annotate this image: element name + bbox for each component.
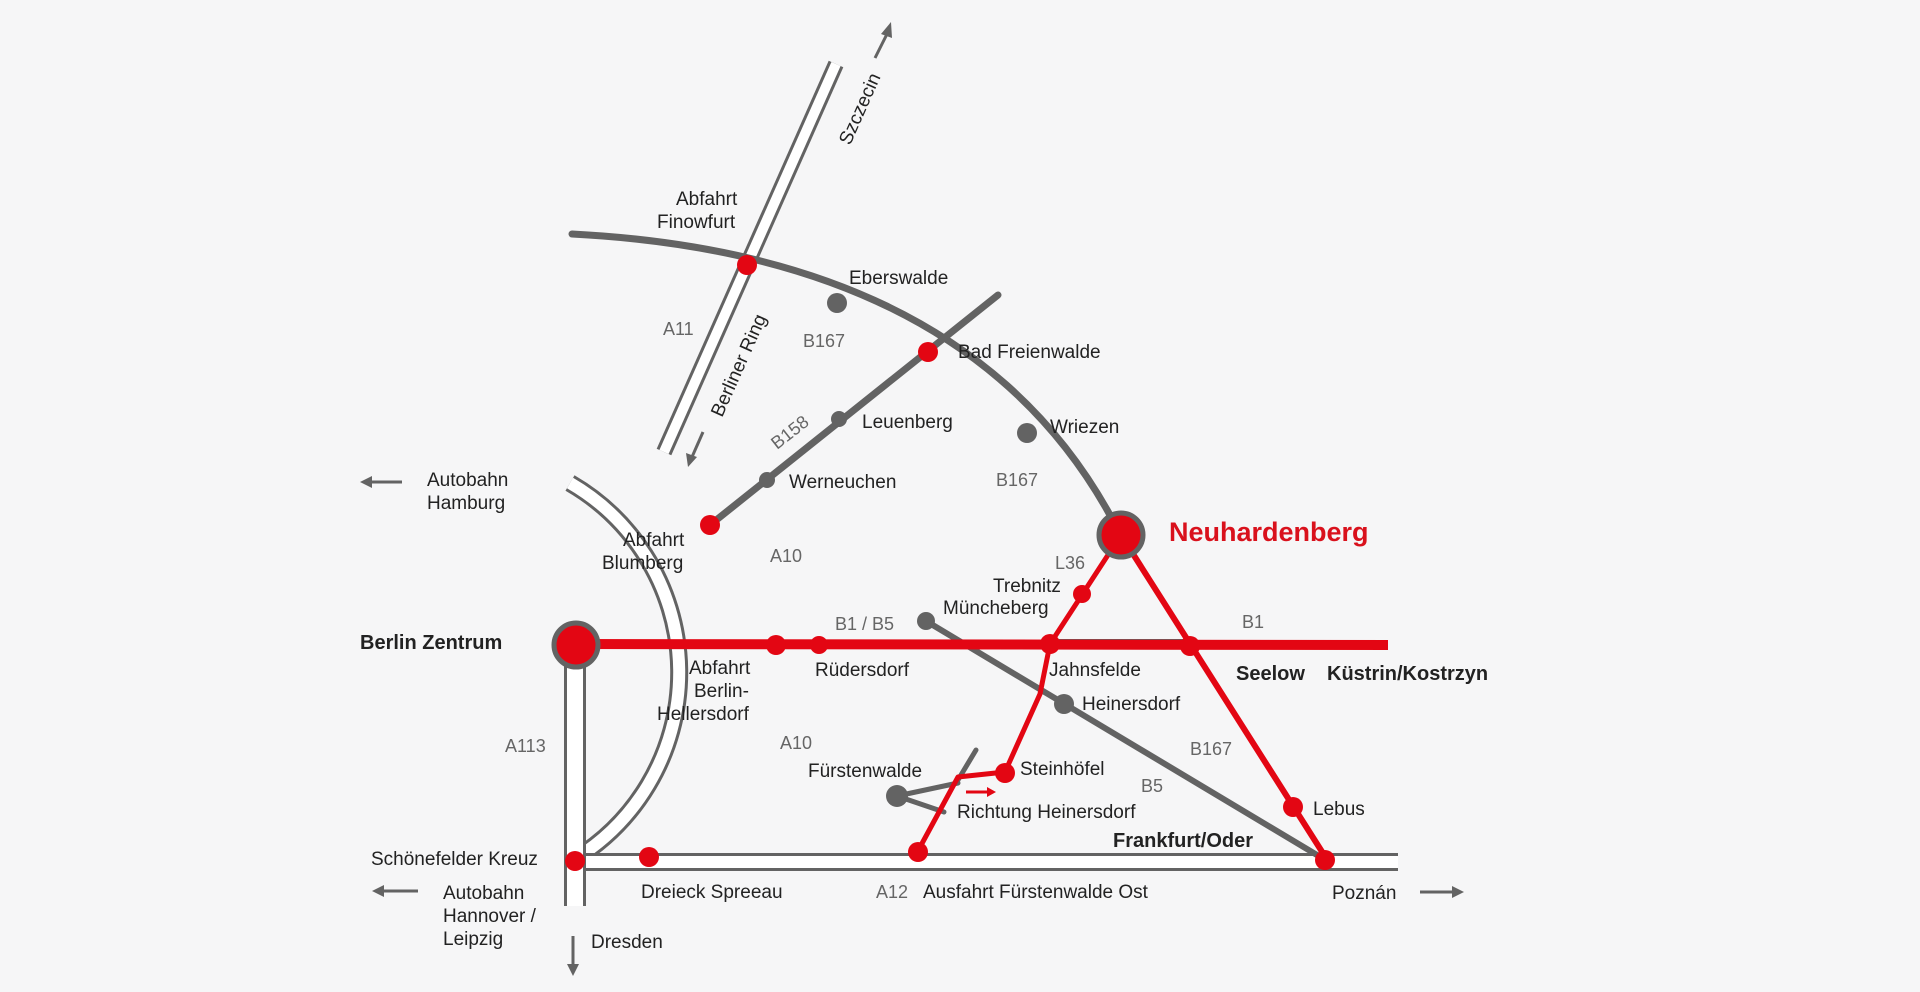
dot-ruedersdorf <box>810 636 828 654</box>
arrow-hannover-head <box>372 885 384 897</box>
label-a10-north: A10 <box>770 546 802 566</box>
dot-lebus <box>1283 797 1303 817</box>
motorway-a10-ring <box>565 475 689 867</box>
label-finowfurt-2: Finowfurt <box>657 212 736 233</box>
arrow-poznan-head <box>1452 886 1464 898</box>
label-hannover-2: Hannover / <box>443 906 537 927</box>
label-b167-south: B167 <box>1190 739 1232 759</box>
label-neuhardenberg: Neuhardenberg <box>1169 517 1369 547</box>
dot-seelow <box>1180 636 1200 656</box>
label-richtung-heinersdorf: Richtung Heinersdorf <box>957 802 1136 823</box>
arrow-berliner-ring <box>690 431 705 458</box>
dot-trebnitz <box>1073 585 1091 603</box>
dot-wriezen <box>1017 423 1037 443</box>
label-lebus: Lebus <box>1313 799 1365 820</box>
dot-heinersdorf <box>1054 694 1074 714</box>
label-dreieck-spreeau: Dreieck Spreeau <box>641 882 783 903</box>
dot-leuenberg <box>831 411 847 427</box>
dot-steinhoefel <box>995 763 1015 783</box>
label-hannover-1: Autobahn <box>443 883 524 904</box>
label-hannover-3: Leipzig <box>443 929 503 950</box>
label-trebnitz: Trebnitz <box>993 576 1061 597</box>
label-a10-south: A10 <box>780 733 812 753</box>
dot-dreieck-spreeau <box>639 847 659 867</box>
label-blumberg-1: Abfahrt <box>623 530 685 551</box>
dot-jahnsfelde <box>1040 634 1060 654</box>
label-hellersdorf-1: Abfahrt <box>689 658 751 679</box>
label-fuerstenwalde: Fürstenwalde <box>808 761 922 782</box>
dot-finowfurt <box>737 255 757 275</box>
label-a12: A12 <box>876 882 908 902</box>
label-b1-b5: B1 / B5 <box>835 614 894 634</box>
arrow-szczecin-head <box>881 22 892 38</box>
route-l36 <box>916 532 1124 852</box>
label-hellersdorf-3: Hellersdorf <box>657 704 750 725</box>
arrow-hamburg-head <box>360 476 372 488</box>
dot-eberswalde <box>827 293 847 313</box>
label-dresden: Dresden <box>591 932 663 953</box>
dot-fuerstenwalde-ost <box>908 842 928 862</box>
label-b1: B1 <box>1242 612 1264 632</box>
label-seelow: Seelow <box>1236 663 1305 685</box>
label-jahnsfelde: Jahnsfelde <box>1049 660 1141 681</box>
road-b167 <box>568 230 1124 538</box>
dot-frankfurt <box>1315 850 1335 870</box>
label-wriezen: Wriezen <box>1050 417 1119 438</box>
label-b167-north: B167 <box>803 331 845 351</box>
label-a113: A113 <box>505 736 546 756</box>
label-hellersdorf-2: Berlin- <box>694 681 749 702</box>
label-poznan: Poznán <box>1332 883 1396 904</box>
label-leuenberg: Leuenberg <box>862 412 953 433</box>
label-werneuchen: Werneuchen <box>789 472 896 493</box>
dot-bad-freienwalde <box>918 342 938 362</box>
dot-hellersdorf <box>766 635 786 655</box>
direction-arrow-small-head <box>987 787 996 797</box>
road-b158 <box>706 291 1002 529</box>
label-steinhoefel: Steinhöfel <box>1020 759 1105 780</box>
label-bad-freienwalde: Bad Freienwalde <box>958 342 1101 363</box>
dot-fuerstenwalde <box>886 785 908 807</box>
label-kuestrin: Küstrin/Kostrzyn <box>1327 663 1488 685</box>
label-b5: B5 <box>1141 776 1163 796</box>
label-blumberg-2: Blumberg <box>602 553 683 574</box>
label-a11: A11 <box>663 319 694 339</box>
label-szczecin: Szczecin <box>835 70 885 148</box>
road-b5 <box>923 618 1325 861</box>
dot-neuhardenberg <box>1096 510 1146 560</box>
label-eberswalde: Eberswalde <box>849 268 948 289</box>
dot-berlin-zentrum <box>551 620 601 670</box>
label-berlin-zentrum: Berlin Zentrum <box>360 632 502 654</box>
dot-werneuchen <box>759 472 775 488</box>
arrow-berliner-ring-head <box>686 453 697 467</box>
label-hamburg-2: Hamburg <box>427 493 505 514</box>
label-b167-east: B167 <box>996 470 1038 490</box>
dot-blumberg <box>700 515 720 535</box>
label-ausfahrt-fuerstenwalde-ost: Ausfahrt Fürstenwalde Ost <box>923 882 1149 903</box>
dot-muencheberg <box>917 612 935 630</box>
label-l36: L36 <box>1055 553 1085 573</box>
label-schoenefelder-kreuz: Schönefelder Kreuz <box>371 849 538 870</box>
label-heinersdorf: Heinersdorf <box>1082 694 1181 715</box>
label-frankfurt-oder: Frankfurt/Oder <box>1113 830 1253 852</box>
label-ruedersdorf: Rüdersdorf <box>815 660 910 681</box>
arrow-dresden-head <box>567 964 579 976</box>
label-hamburg-1: Autobahn <box>427 470 508 491</box>
dot-schoenefelder-kreuz <box>565 851 585 871</box>
label-muencheberg: Müncheberg <box>943 598 1049 619</box>
label-finowfurt-1: Abfahrt <box>676 189 738 210</box>
route-b1 <box>574 639 1389 650</box>
